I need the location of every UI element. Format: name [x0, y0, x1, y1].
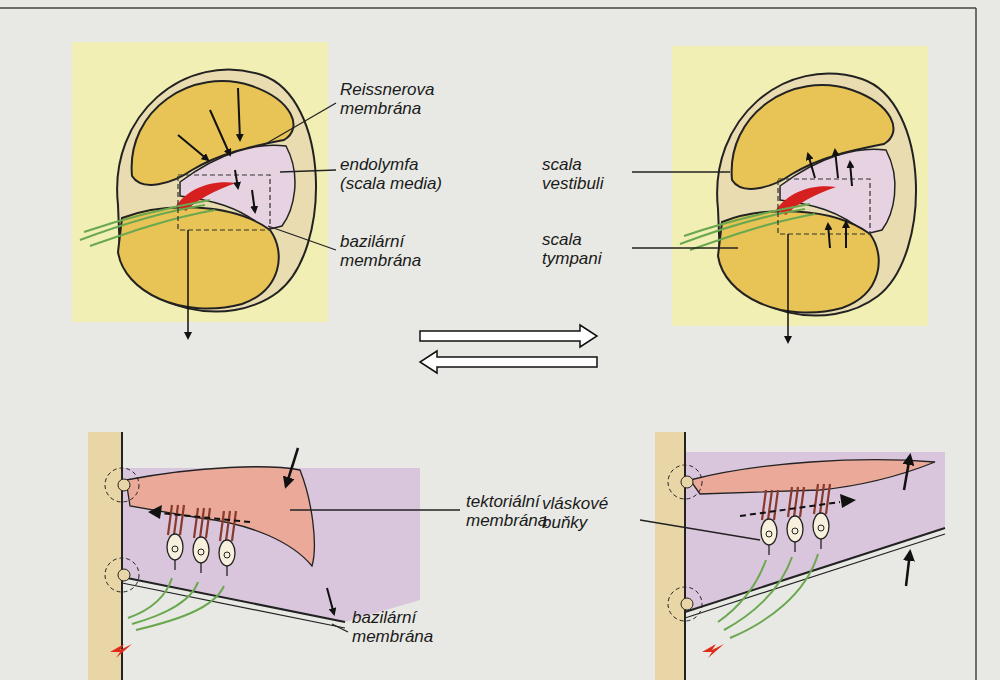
- membrane-label: bazilární membrána: [340, 232, 450, 270]
- scala-label: scala vestibuli: [542, 155, 630, 193]
- scala-label: scala tympani: [542, 230, 630, 268]
- cell-label: vláskové buňky: [542, 494, 638, 532]
- membrane-label: Reissnerova membrána: [340, 80, 465, 118]
- membrane-label: bazilární membrána: [352, 608, 462, 646]
- fluid-label: endolymfa (scala media): [340, 155, 460, 193]
